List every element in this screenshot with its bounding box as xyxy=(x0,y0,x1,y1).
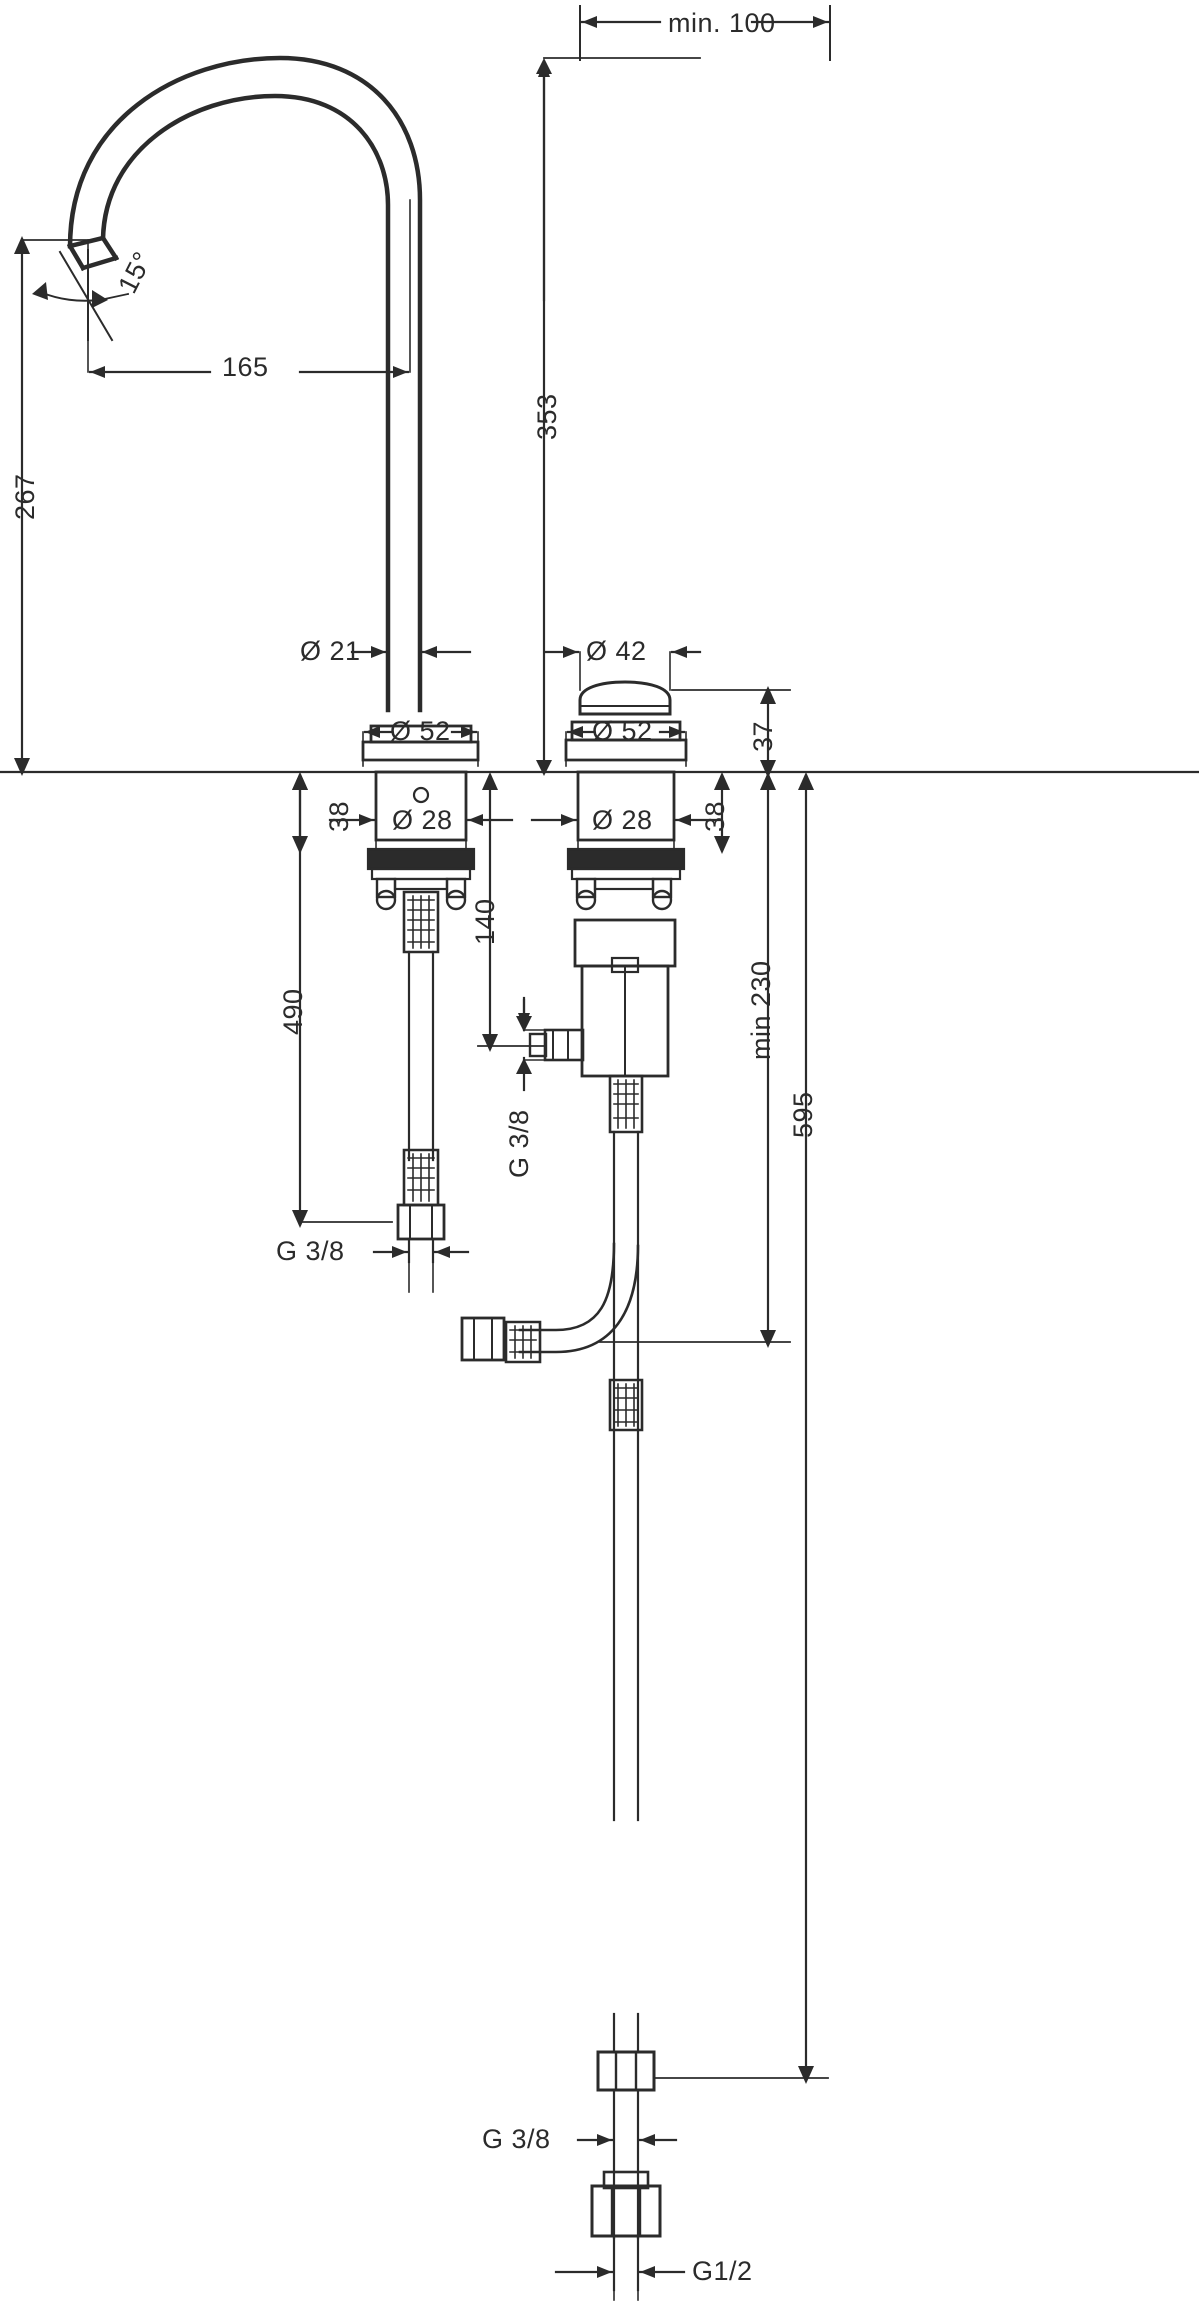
dim-label-valve-base-dia: Ø 52 xyxy=(592,716,653,746)
dim-label-min-supply: min 230 xyxy=(746,960,776,1060)
dim-label-thread-lower: G 3/8 xyxy=(482,2124,551,2154)
dim-label-spout-reach: 165 xyxy=(222,352,269,382)
dim-label-hose-right-length: 595 xyxy=(788,1091,818,1138)
dim-label-deck-thickness-left: 38 xyxy=(324,800,354,832)
dim-label-spout-height-total: 267 xyxy=(10,473,40,520)
dim-label-hose-left-length: 490 xyxy=(278,988,308,1035)
dim-label-thread-bottom: G1/2 xyxy=(692,2256,753,2286)
dim-label-spout-tube-dia: Ø 21 xyxy=(300,636,361,666)
dim-label-outlet-drop: 140 xyxy=(470,898,500,945)
dim-label-spout-shank-dia: Ø 28 xyxy=(392,805,453,835)
dim-label-spout-base-dia: Ø 52 xyxy=(390,716,451,746)
dim-label-thread-left: G 3/8 xyxy=(276,1236,345,1266)
dim-label-valve-cap-dia: Ø 42 xyxy=(586,636,647,666)
dim-label-min-spacing: min. 100 xyxy=(668,8,776,38)
dim-label-thread-valve-outlet: G 3/8 xyxy=(504,1109,534,1178)
dim-label-overall-height: 353 xyxy=(532,393,562,440)
dim-label-deck-thickness-right: 38 xyxy=(700,800,730,832)
dim-label-valve-shank-dia: Ø 28 xyxy=(592,805,653,835)
dim-label-cap-height: 37 xyxy=(748,720,778,752)
